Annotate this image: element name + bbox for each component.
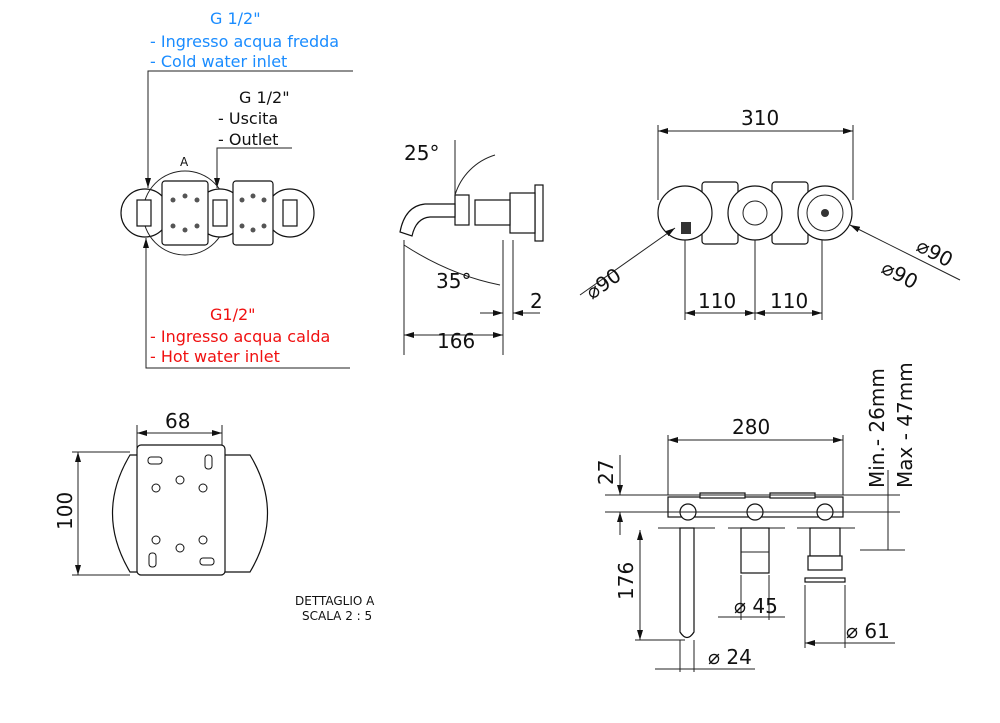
install-view: 280 27 176 ⌀ 45 ⌀ 61 ⌀ 24 [594, 362, 917, 672]
detail-scale: SCALA 2 : 5 [302, 609, 372, 623]
install-dia-handle: ⌀ 61 [846, 619, 890, 643]
dia-right-1: ⌀90 [913, 233, 957, 272]
detail-view: 68 100 DETTAGLIO A SCALA 2 : 5 [53, 409, 375, 623]
side-view: 25° 35° 2 166 [399, 140, 544, 355]
dia-left: ⌀90 [581, 263, 625, 304]
dim-thickness: 2 [530, 289, 543, 313]
dim-spacing-right: 110 [770, 289, 808, 313]
install-dia-mixer: ⌀ 45 [734, 594, 778, 618]
angle-top: 25° [404, 141, 439, 165]
cold-label-it: - Ingresso acqua fredda [150, 32, 339, 51]
detail-dim-height: 100 [53, 492, 77, 530]
detail-dim-width: 68 [165, 409, 190, 433]
dia-right-2: ⌀90 [878, 255, 922, 294]
plan-view: G 1/2" - Ingresso acqua fredda - Cold wa… [120, 9, 353, 369]
cold-label-en: - Cold water inlet [150, 52, 287, 71]
install-dim-width: 280 [732, 415, 770, 439]
install-dim-spout: 176 [614, 562, 638, 600]
hot-label-it: - Ingresso acqua calda [150, 327, 330, 346]
dim-length: 166 [437, 329, 475, 353]
front-view: 310 110 110 ⌀90 ⌀90 ⌀90 [579, 106, 961, 320]
detail-marker: A [180, 155, 189, 169]
outlet-label-en: - Outlet [218, 130, 278, 149]
angle-bottom: 35° [436, 269, 471, 293]
install-min-depth: Min.- 26mm [865, 368, 889, 488]
detail-title: DETTAGLIO A [295, 594, 375, 608]
outlet-label-it: - Uscita [218, 109, 278, 128]
install-max-depth: Max - 47mm [893, 362, 917, 488]
hot-size: G1/2" [210, 305, 256, 324]
cold-size: G 1/2" [210, 9, 261, 28]
install-dia-spout: ⌀ 24 [708, 645, 752, 669]
hot-label-en: - Hot water inlet [150, 347, 280, 366]
dim-spacing-left: 110 [698, 289, 736, 313]
install-dim-depth: 27 [594, 460, 618, 485]
outlet-size: G 1/2" [239, 88, 290, 107]
dim-width: 310 [741, 106, 779, 130]
